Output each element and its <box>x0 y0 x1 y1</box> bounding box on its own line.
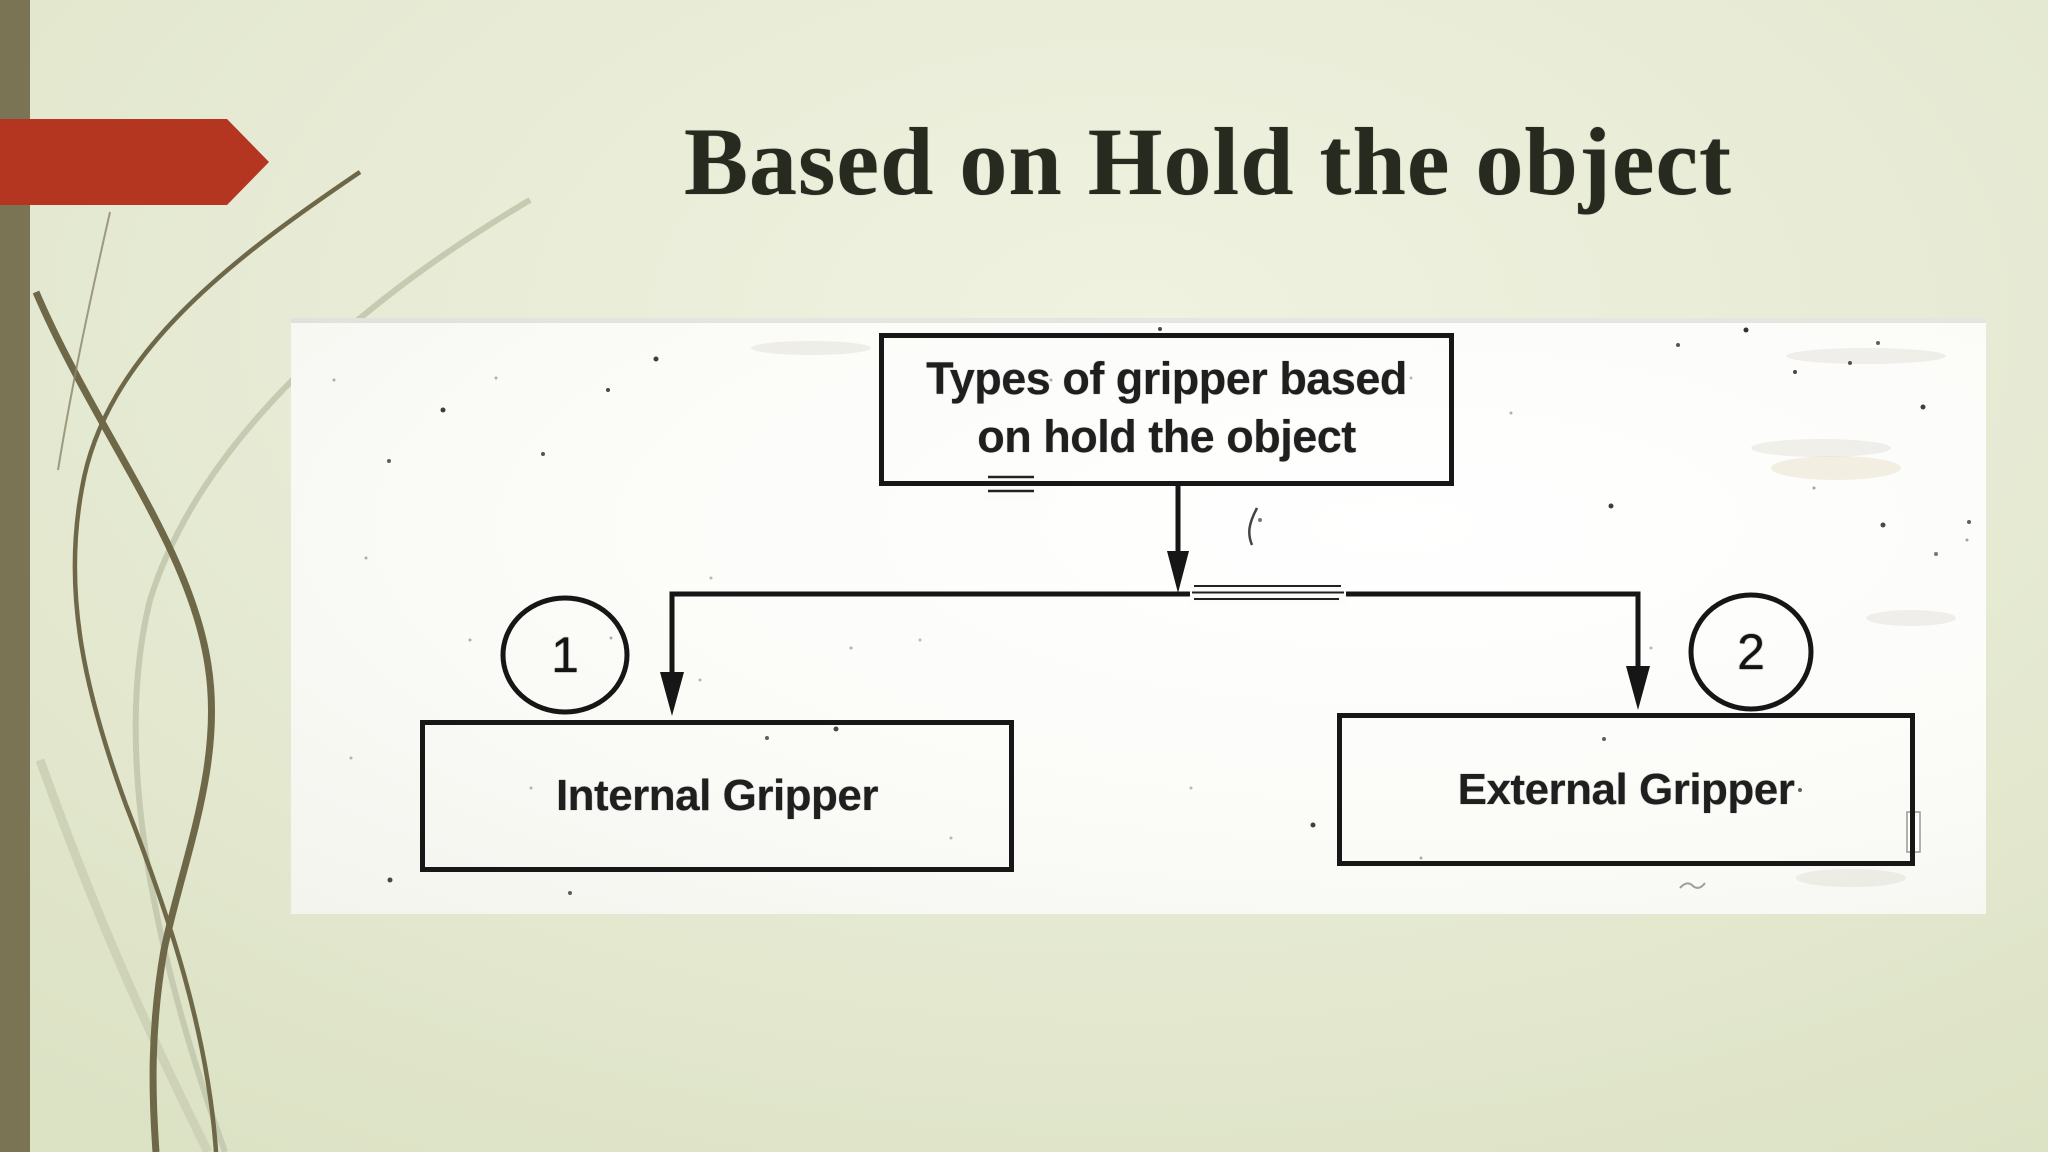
red-arrow-banner <box>0 119 269 205</box>
stray-mark <box>1248 507 1259 546</box>
beige-smudge <box>1771 456 1901 480</box>
left-arrowhead <box>660 672 684 716</box>
pale-vine-curve-lower <box>35 758 213 1152</box>
scan-edge-smear <box>291 318 1986 323</box>
dark-vine-curve-thin <box>72 170 362 1152</box>
root-label-line-2: on hold the object <box>977 411 1356 462</box>
branch-2-circle <box>1688 592 1814 712</box>
flowchart-root-box: Types of gripper based on hold the objec… <box>879 333 1454 486</box>
scanned-figure-panel: Types of gripper based on hold the objec… <box>291 318 1986 914</box>
tilde-mark <box>1679 882 1706 889</box>
branch-1-number: 1 <box>551 627 579 683</box>
dark-vine-curve-thick <box>32 290 216 1152</box>
scan-speckles <box>332 327 1971 895</box>
branch-elbow-line <box>669 591 1641 672</box>
branch-2-number: 2 <box>1737 624 1765 680</box>
arrowheads <box>660 551 1650 716</box>
right-arrowhead <box>1626 666 1650 710</box>
root-label-line-1: Types of gripper based <box>926 353 1407 404</box>
scan-smudges <box>751 341 1956 887</box>
connector-lines <box>669 486 1641 672</box>
internal-gripper-label: Internal Gripper <box>555 771 879 820</box>
internal-gripper-box: Internal Gripper <box>420 720 1014 872</box>
scan-stripe-artifacts <box>984 471 1921 853</box>
external-gripper-box: External Gripper <box>1337 713 1915 866</box>
external-gripper-label: External Gripper <box>1457 764 1795 814</box>
hairline-vine <box>57 211 111 471</box>
flowchart-graphics <box>332 327 1971 895</box>
root-arrowhead <box>1167 551 1189 593</box>
branch-1-circle <box>500 595 630 715</box>
slide-title: Based on Hold the object <box>683 108 1733 215</box>
pale-vine-curve <box>132 197 532 1152</box>
